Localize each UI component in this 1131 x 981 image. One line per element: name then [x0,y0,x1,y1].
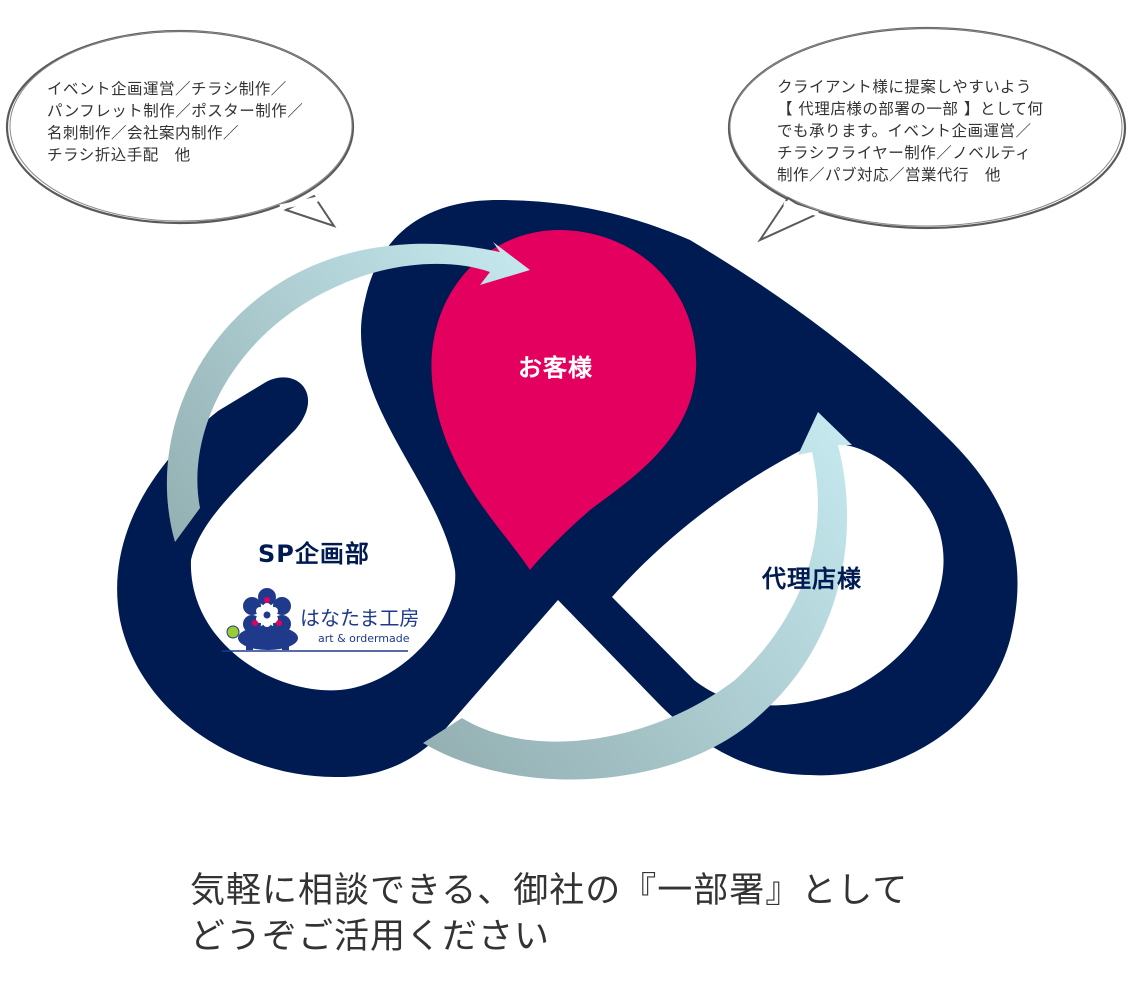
speech-bubble-right [727,26,1127,243]
sp-dept-label: SP企画部 [258,540,370,568]
customer-label: お客様 [518,354,593,382]
logo-name: はなたま工房 [300,606,420,630]
agency-label: 代理店様 [762,565,862,593]
arrow-sp-to-customer [166,242,530,542]
arrow-bottom-to-agency [423,412,852,780]
tagline: 気軽に相談できる、御社の『一部署』として どうぞご活用ください [190,871,909,957]
logo-sub: art & ordermade [318,632,410,645]
bubble-right-text: クライアント様に提案しやすいよう 【 代理店様の部署の一部 】として何 でも承り… [777,78,1044,184]
hanatama-logo-mark [222,588,408,652]
speech-bubble-left [5,29,355,228]
bubble-left-text: イベント企画運営／チラシ制作／ パンフレット制作／ポスター制作／ 名刺制作／会社… [47,80,304,164]
customer-drop [431,229,697,570]
